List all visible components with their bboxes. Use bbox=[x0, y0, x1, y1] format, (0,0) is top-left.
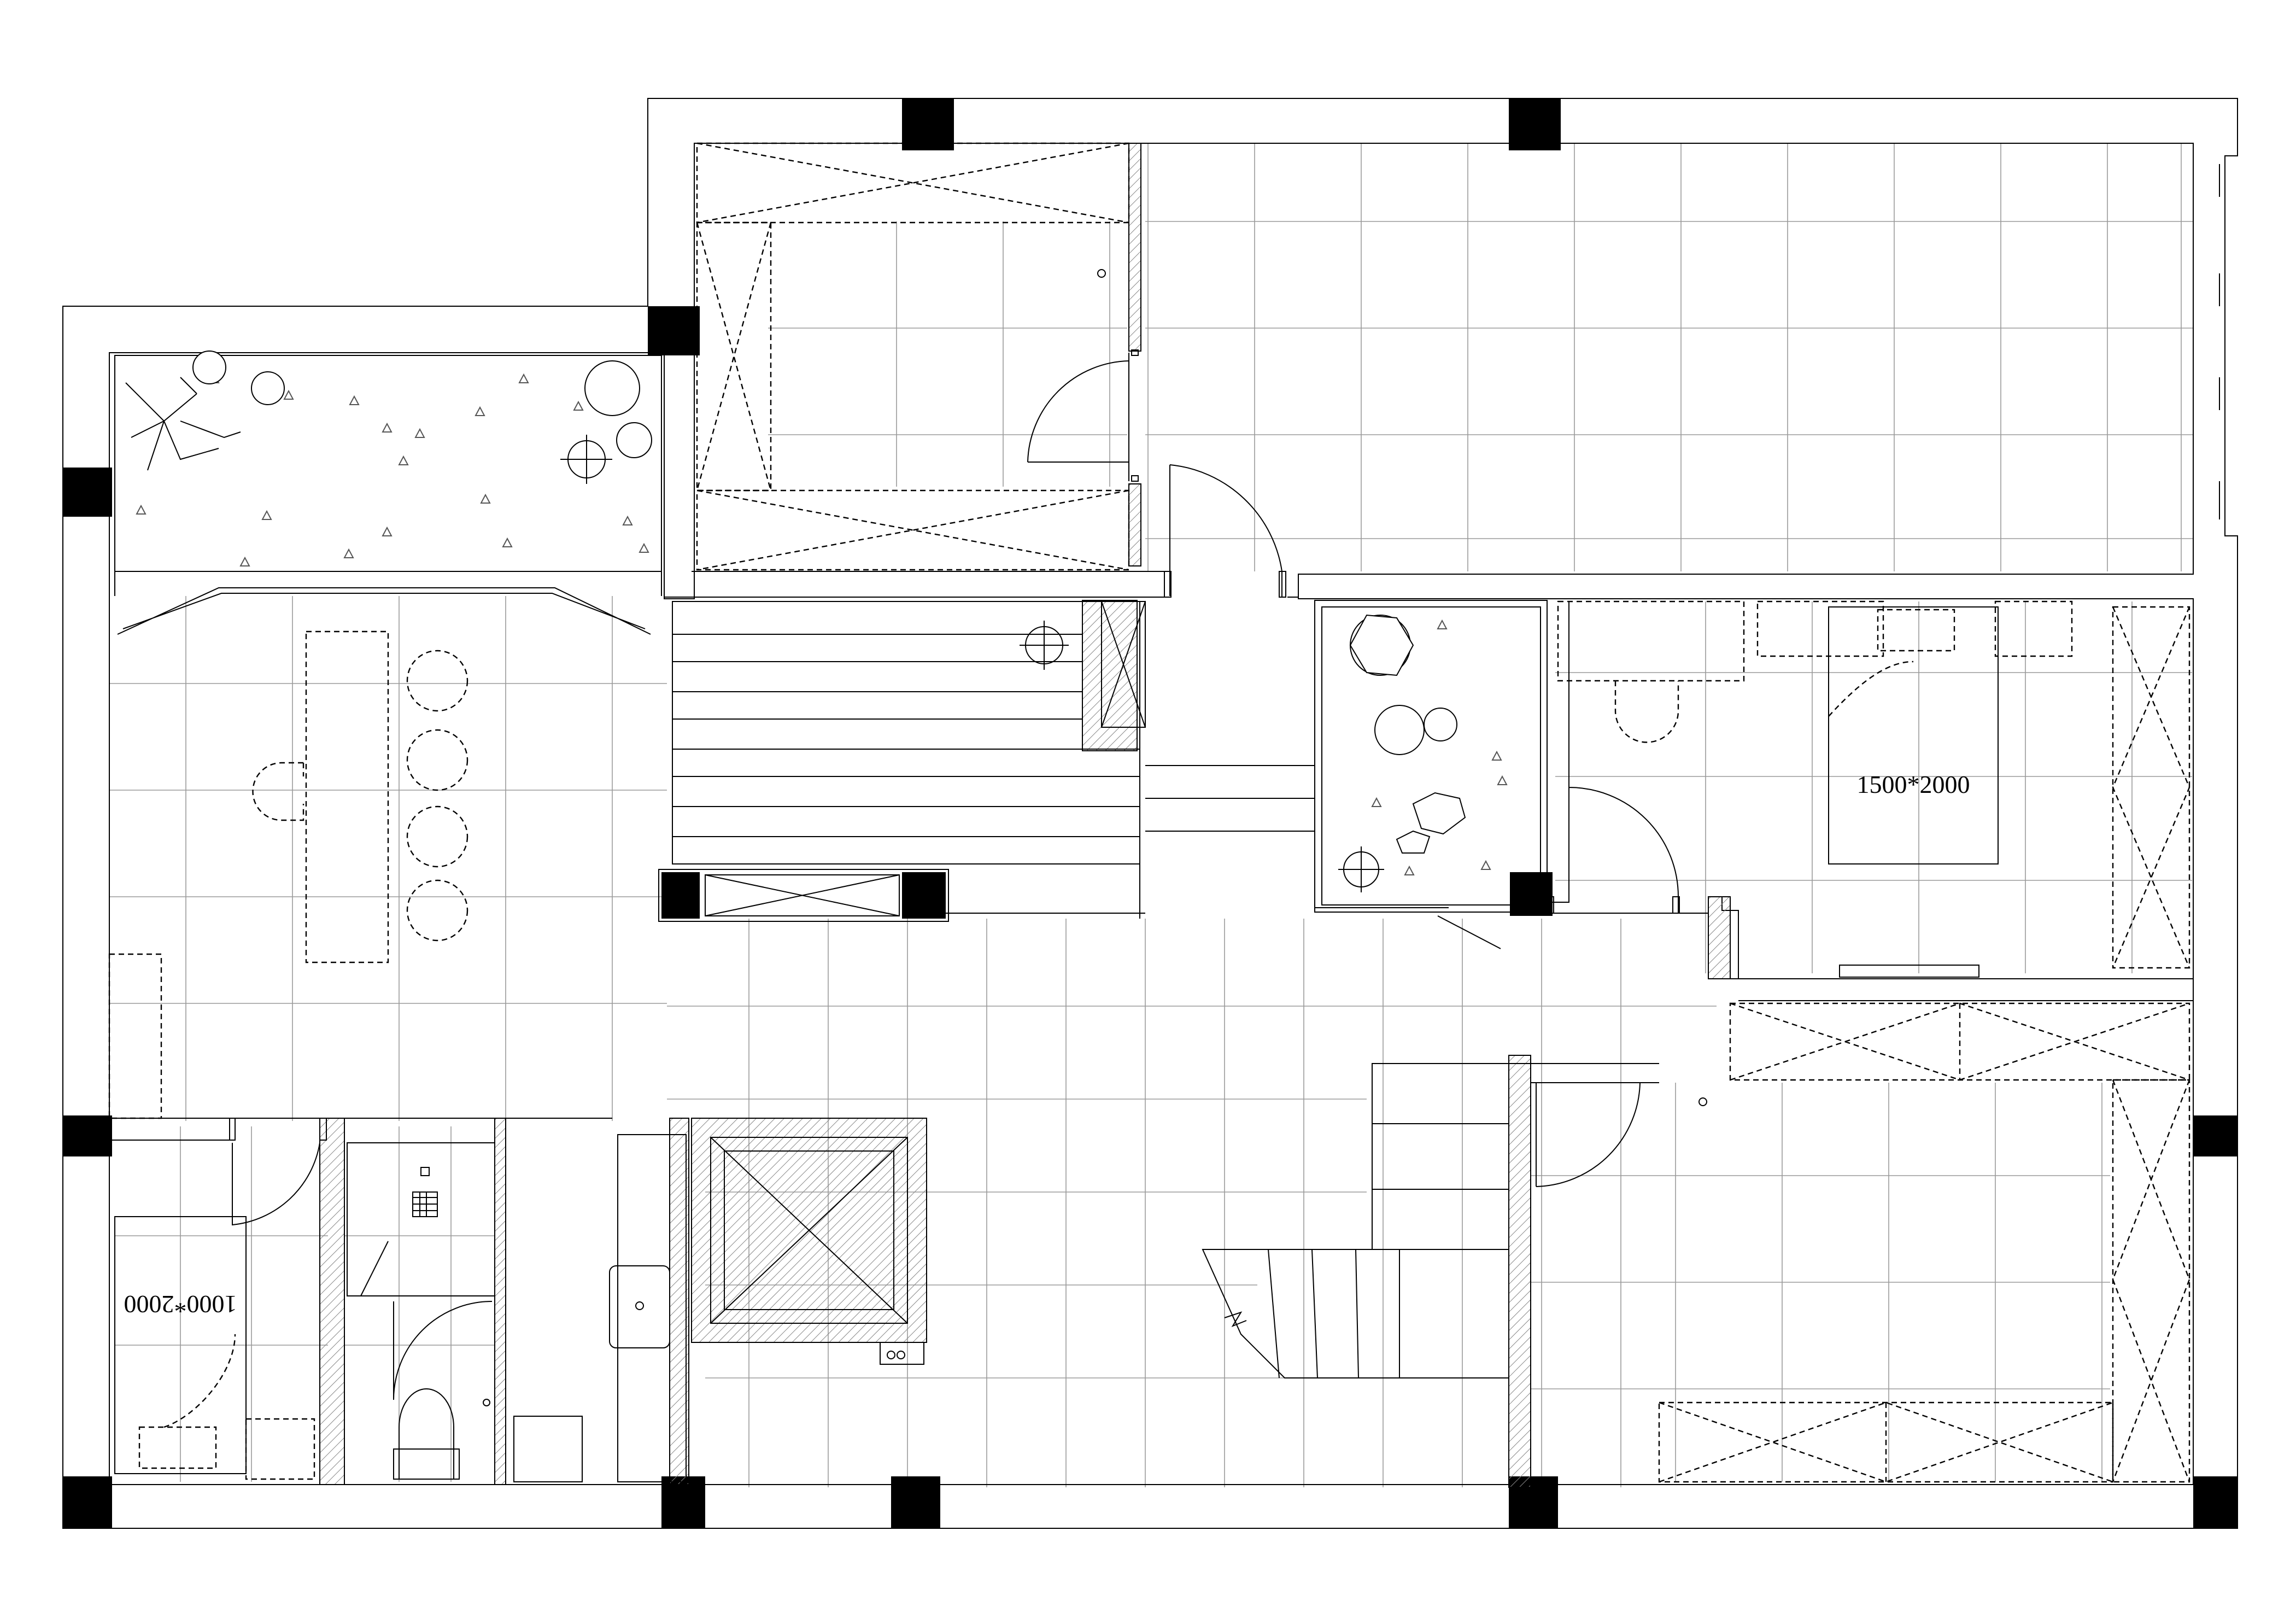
living-room-tiles bbox=[1145, 144, 2193, 571]
side-cabinet bbox=[108, 953, 162, 1119]
column bbox=[63, 468, 112, 517]
middle-garden bbox=[1314, 600, 1548, 949]
door-swing bbox=[1536, 1082, 1641, 1187]
floor-tile-grid bbox=[109, 144, 2193, 1487]
chair bbox=[252, 762, 304, 821]
bathroom bbox=[347, 1142, 583, 1482]
wardrobe bbox=[2112, 606, 2190, 969]
shrub-icon bbox=[192, 350, 652, 458]
door-jambs bbox=[229, 349, 1680, 1141]
desk bbox=[1557, 600, 1745, 682]
pillow bbox=[1877, 609, 1955, 652]
chair bbox=[1614, 681, 1679, 743]
column bbox=[648, 306, 700, 355]
chair bbox=[406, 879, 468, 942]
kitchen bbox=[609, 1134, 687, 1482]
lower-stairs bbox=[1202, 1063, 1509, 1378]
interior-walls bbox=[112, 143, 2193, 1488]
door-swing bbox=[1027, 353, 1129, 481]
column bbox=[1510, 872, 1553, 916]
guest-room: 1000*2000 bbox=[114, 1118, 320, 1480]
upper-bedroom bbox=[696, 142, 1130, 571]
column bbox=[891, 1476, 940, 1528]
lower-bedroom bbox=[1536, 1002, 2190, 1483]
wardrobe bbox=[696, 489, 1130, 571]
courtyard-garden bbox=[114, 350, 662, 635]
bed bbox=[1828, 606, 1999, 864]
upper-bedroom-tiles bbox=[768, 221, 1127, 487]
floor-drain-icon bbox=[1338, 846, 1384, 892]
dining-tiles bbox=[109, 596, 667, 1121]
chair bbox=[406, 729, 468, 791]
door-swing bbox=[1437, 912, 1501, 949]
dining-table bbox=[305, 630, 389, 963]
window-unit bbox=[658, 869, 949, 922]
column bbox=[63, 1476, 112, 1528]
tree-icon bbox=[125, 377, 241, 471]
sink bbox=[609, 1265, 670, 1348]
column bbox=[2193, 1476, 2238, 1528]
column bbox=[902, 98, 954, 150]
wardrobe bbox=[696, 221, 772, 492]
exterior-walls bbox=[62, 98, 2238, 1529]
door-swing bbox=[1169, 464, 1282, 597]
wardrobe bbox=[2112, 1079, 2190, 1483]
column bbox=[2193, 1115, 2238, 1156]
wardrobe bbox=[696, 142, 1130, 224]
bay-window bbox=[117, 587, 651, 635]
nightstand bbox=[1994, 600, 2073, 657]
pillow bbox=[138, 1426, 217, 1469]
cabinet bbox=[513, 1416, 583, 1482]
nightstand bbox=[245, 1418, 315, 1480]
structural-columns bbox=[63, 98, 2238, 1528]
column bbox=[1509, 98, 1561, 150]
chair bbox=[406, 650, 468, 712]
dining-set bbox=[108, 630, 468, 1119]
chair bbox=[406, 805, 468, 868]
upper-stairs bbox=[672, 601, 1315, 864]
floor-drain-icon bbox=[1020, 621, 1069, 670]
column bbox=[63, 1115, 112, 1156]
master-bedroom: 1500*2000 bbox=[1557, 600, 2190, 978]
toilet-icon bbox=[393, 1388, 460, 1480]
bed-size-label: 1500*2000 bbox=[1857, 770, 1970, 798]
door-swing bbox=[232, 1142, 320, 1226]
door-swing bbox=[393, 1301, 493, 1400]
lower-bedroom-tiles bbox=[1531, 1083, 2110, 1482]
bed bbox=[114, 1216, 247, 1474]
nightstand bbox=[1756, 600, 1884, 657]
master-bedroom-tiles bbox=[1555, 601, 2192, 973]
bed-size-label: 1000*2000 bbox=[124, 1290, 237, 1318]
tree-icon bbox=[1349, 614, 1466, 854]
floor-drain-icon bbox=[560, 435, 612, 484]
air-conditioner bbox=[1839, 965, 1979, 978]
